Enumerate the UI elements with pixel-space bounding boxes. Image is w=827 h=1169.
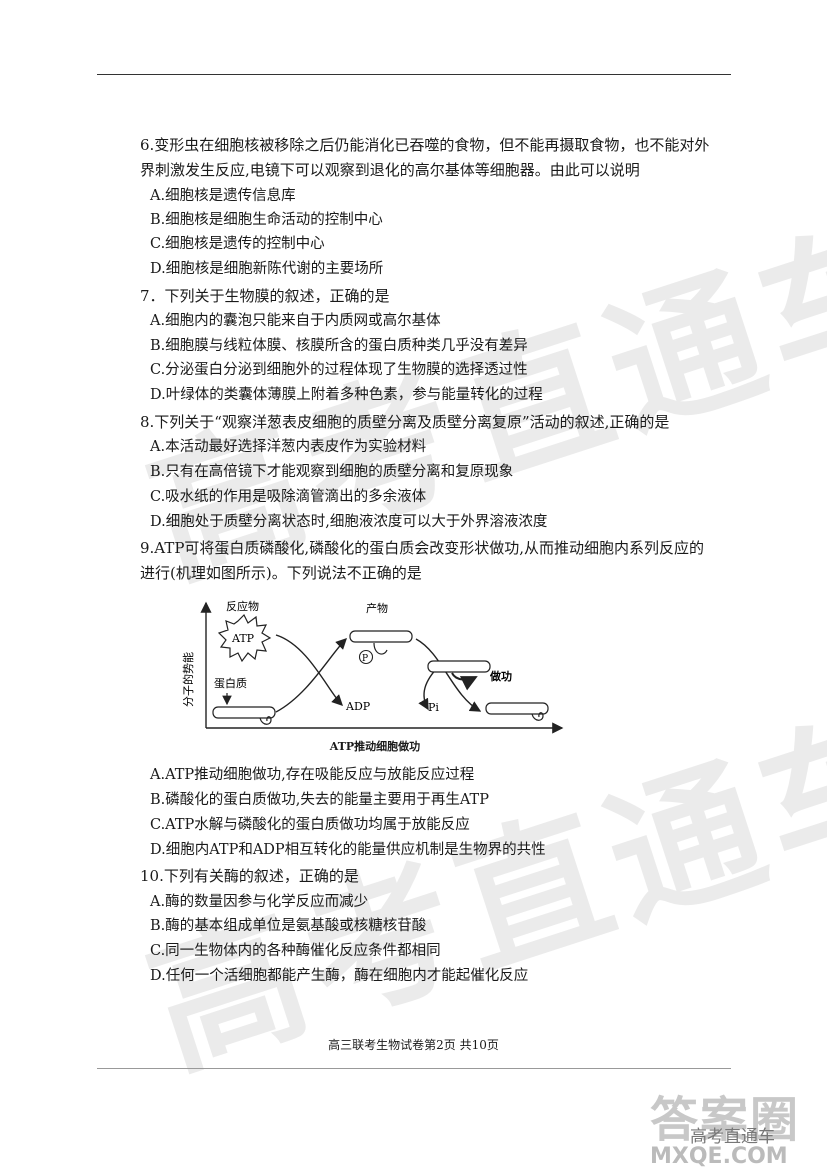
q6-option-c: C.细胞核是遗传的控制中心 <box>150 236 325 252</box>
curve-to-adp <box>275 634 343 706</box>
figure-diagram: 分子的势能 反应物 ATP 蛋白质 产物 P ADP Pi 做功 <box>181 599 564 734</box>
q7-option-d: D.叶绿体的类囊体薄膜上附着多种色素，参与能量转化的过程 <box>150 387 543 403</box>
figure-caption: ATP推动细胞做功 <box>329 740 421 753</box>
protein-label: 蛋白质 <box>214 676 247 690</box>
q6-option-d: D.细胞核是细胞新陈代谢的主要场所 <box>150 261 384 277</box>
protein-tail-icon <box>259 716 272 725</box>
product-tail-icon <box>373 642 388 655</box>
q7-option-b: B.细胞膜与线粒体膜、核膜所含的蛋白质种类几乎没有差异 <box>150 338 528 354</box>
reactant-label: 反应物 <box>226 599 259 613</box>
q7-option-c: C.分泌蛋白分泌到细胞外的过程体现了生物膜的选择透过性 <box>150 362 528 378</box>
q10-option-c: C.同一生物体内的各种酶催化反应条件都相同 <box>150 943 441 959</box>
q6-option-b: B.细胞核是细胞生命活动的控制中心 <box>150 212 383 228</box>
curve-to-final <box>415 638 482 712</box>
atp-label: ATP <box>231 632 255 645</box>
q10-option-b: B.酶的基本组成单位是氨基酸或核糖核苷酸 <box>150 918 427 934</box>
phosphate-label: P <box>362 654 368 664</box>
q10-option-d: D.任何一个活细胞都能产生酶，酶在细胞内才能起催化反应 <box>150 968 529 984</box>
q7-stem: 7．下列关于生物膜的叙述，正确的是 <box>140 287 390 305</box>
y-axis-label: 分子的势能 <box>181 652 195 707</box>
q6-stem-line2: 界刺激发生反应,电镜下可以观察到退化的高尔基体等细胞器。由此可以说明 <box>140 161 640 179</box>
q9-option-b: B.磷酸化的蛋白质做功,失去的能量主要用于再生ATP <box>150 792 489 808</box>
atp-burst-icon <box>217 613 272 663</box>
q10-option-a: A.酶的数量因参与化学反应而减少 <box>150 894 369 910</box>
phosphate-circle-icon <box>358 649 374 665</box>
work-arrow-icon <box>451 672 478 691</box>
protein-rod-icon <box>212 706 276 719</box>
atp-mechanism-figure: 分子的势能 反应物 ATP 蛋白质 产物 P ADP Pi 做功 ATP推动细胞… <box>180 595 570 760</box>
footer-rule <box>97 1068 731 1069</box>
q9-option-c: C.ATP水解与磷酸化的蛋白质做功均属于放能反应 <box>150 817 470 833</box>
product-protein-icon <box>349 630 413 643</box>
q10-stem: 10.下列有关酶的叙述，正确的是 <box>140 867 359 885</box>
q9-stem-line1: 9.ATP可将蛋白质磷酸化,磷酸化的蛋白质会改变形状做功,从而推动细胞内系列反应… <box>140 539 704 557</box>
final-protein-icon <box>485 702 549 715</box>
page-footer: 高三联考生物试卷第2页 共10页 <box>328 1038 499 1052</box>
product-label: 产物 <box>366 601 388 615</box>
q9-stem-line2: 进行(机理如图所示)。下列说法不正确的是 <box>140 564 422 582</box>
brand-logo-mark: 答案圈 <box>650 1092 801 1148</box>
brand-url: MXQE.COM <box>650 1144 788 1169</box>
curve-to-product <box>275 638 347 713</box>
q8-option-c: C.吸水纸的作用是吸除滴管滴出的多余液体 <box>150 489 427 505</box>
final-tail-icon <box>531 712 544 721</box>
pi-label: Pi <box>428 701 439 714</box>
work-label: 做功 <box>489 669 512 683</box>
q8-option-d: D.细胞处于质壁分离状态时,细胞液浓度可以大于外界溶液浓度 <box>150 514 548 530</box>
q8-stem: 8.下列关于“观察洋葱表皮细胞的质壁分离及质壁分离复原”活动的叙述,正确的是 <box>140 413 670 431</box>
q8-option-b: B.只有在高倍镜下才能观察到细胞的质壁分离和复原现象 <box>150 464 514 480</box>
working-protein-icon <box>427 660 491 673</box>
q9-option-a: A.ATP推动细胞做功,存在吸能反应与放能反应过程 <box>150 767 475 783</box>
q8-option-a: A.本活动最好选择洋葱内表皮作为实验材料 <box>150 439 427 455</box>
brand-name: 高考直通车 <box>690 1127 775 1147</box>
adp-label: ADP <box>345 700 371 713</box>
header-rule <box>97 74 731 75</box>
q6-stem-line1: 6.变形虫在细胞核被移除之后仍能消化已吞噬的食物，但不能再摄取食物，也不能对外 <box>140 136 710 154</box>
q9-option-d: D.细胞内ATP和ADP相互转化的能量供应机制是生物界的共性 <box>150 842 546 858</box>
q6-option-a: A.细胞核是遗传信息库 <box>150 188 296 204</box>
q7-option-a: A.细胞内的囊泡只能来自于内质网或高尔基体 <box>150 313 441 329</box>
